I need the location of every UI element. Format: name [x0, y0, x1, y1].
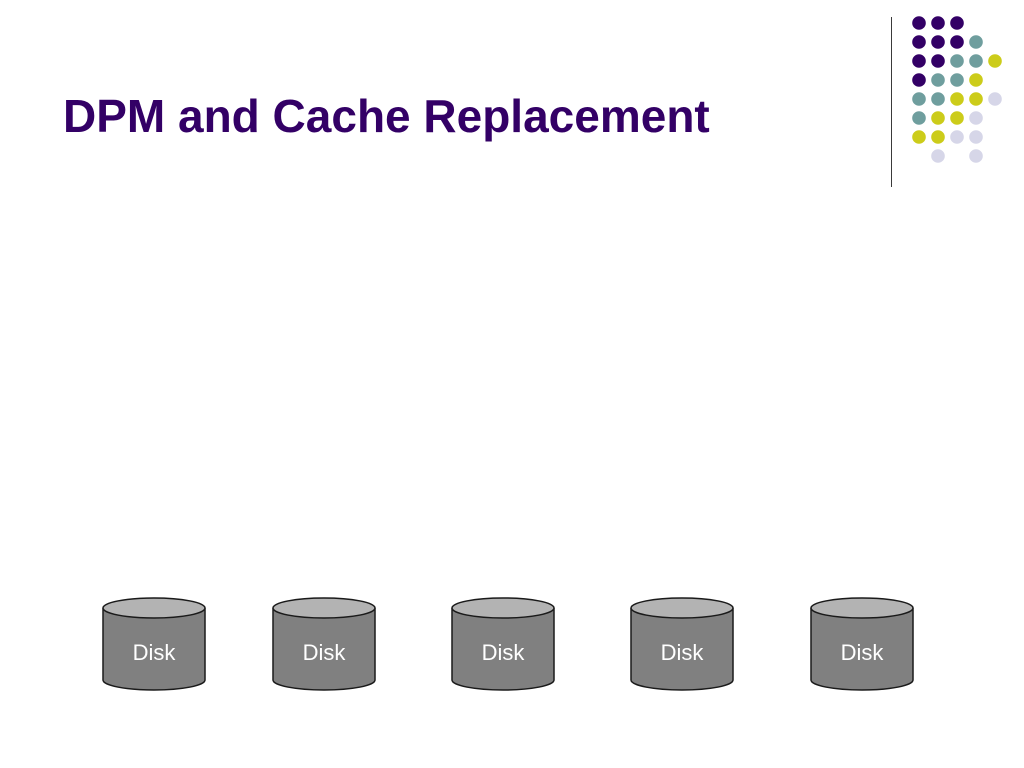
ornament-dot	[912, 130, 926, 144]
disk-label: Disk	[660, 640, 704, 665]
disk-cylinder-5: Disk	[809, 596, 915, 692]
ornament-dot	[950, 16, 964, 30]
disk-body	[272, 608, 376, 691]
ornament-dot	[969, 73, 983, 87]
ornament-dot	[988, 92, 1002, 106]
disk-cylinder-4: Disk	[629, 596, 735, 692]
slide-title: DPM and Cache Replacement	[63, 90, 710, 142]
disk-cylinder-icon	[810, 597, 914, 691]
disk-body	[451, 608, 555, 691]
disk-cylinder-icon	[630, 597, 734, 691]
ornament-dot	[988, 54, 1002, 68]
ornament-dot	[969, 149, 983, 163]
ornament-dot	[931, 149, 945, 163]
ornament-dot	[931, 92, 945, 106]
ornament-dot	[969, 111, 983, 125]
disk-cylinder-3: Disk	[450, 596, 556, 692]
ornament-dot	[931, 73, 945, 87]
disk-row: Disk Disk Disk Disk Disk	[0, 596, 1024, 692]
disk-label: Disk	[481, 640, 525, 665]
ornament-dot	[950, 35, 964, 49]
disk-body	[102, 608, 206, 691]
disk-body	[810, 608, 914, 691]
ornament-dot	[912, 35, 926, 49]
disk-top	[810, 597, 914, 619]
disk-cylinder-2: Disk	[271, 596, 377, 692]
disk-body	[630, 608, 734, 691]
ornament-dot	[931, 16, 945, 30]
ornament-dot	[950, 111, 964, 125]
ornament-dot	[950, 130, 964, 144]
disk-label: Disk	[302, 640, 346, 665]
ornament-dot	[969, 35, 983, 49]
dot-grid-ornament-icon	[912, 16, 1002, 163]
disk-cylinder-1: Disk	[101, 596, 207, 692]
ornament-dot	[931, 130, 945, 144]
disk-cylinder-icon	[451, 597, 555, 691]
ornament-dot	[950, 92, 964, 106]
ornament-dot	[931, 111, 945, 125]
disk-label: Disk	[840, 640, 884, 665]
disk-top	[630, 597, 734, 619]
disk-label: Disk	[132, 640, 176, 665]
ornament-dot	[912, 111, 926, 125]
ornament-dot	[950, 73, 964, 87]
ornament-dot	[912, 54, 926, 68]
disk-top	[272, 597, 376, 619]
ornament-dot	[969, 130, 983, 144]
ornament-dot	[931, 54, 945, 68]
disk-top	[451, 597, 555, 619]
disk-top	[102, 597, 206, 619]
ornament-dot	[969, 54, 983, 68]
ornament-dot	[931, 35, 945, 49]
ornament-dot	[912, 16, 926, 30]
ornament-dot	[912, 92, 926, 106]
ornament-dot	[969, 92, 983, 106]
ornament-dot	[950, 54, 964, 68]
disk-cylinder-icon	[102, 597, 206, 691]
title-divider-line	[891, 17, 892, 187]
disk-cylinder-icon	[272, 597, 376, 691]
ornament-dot	[912, 73, 926, 87]
